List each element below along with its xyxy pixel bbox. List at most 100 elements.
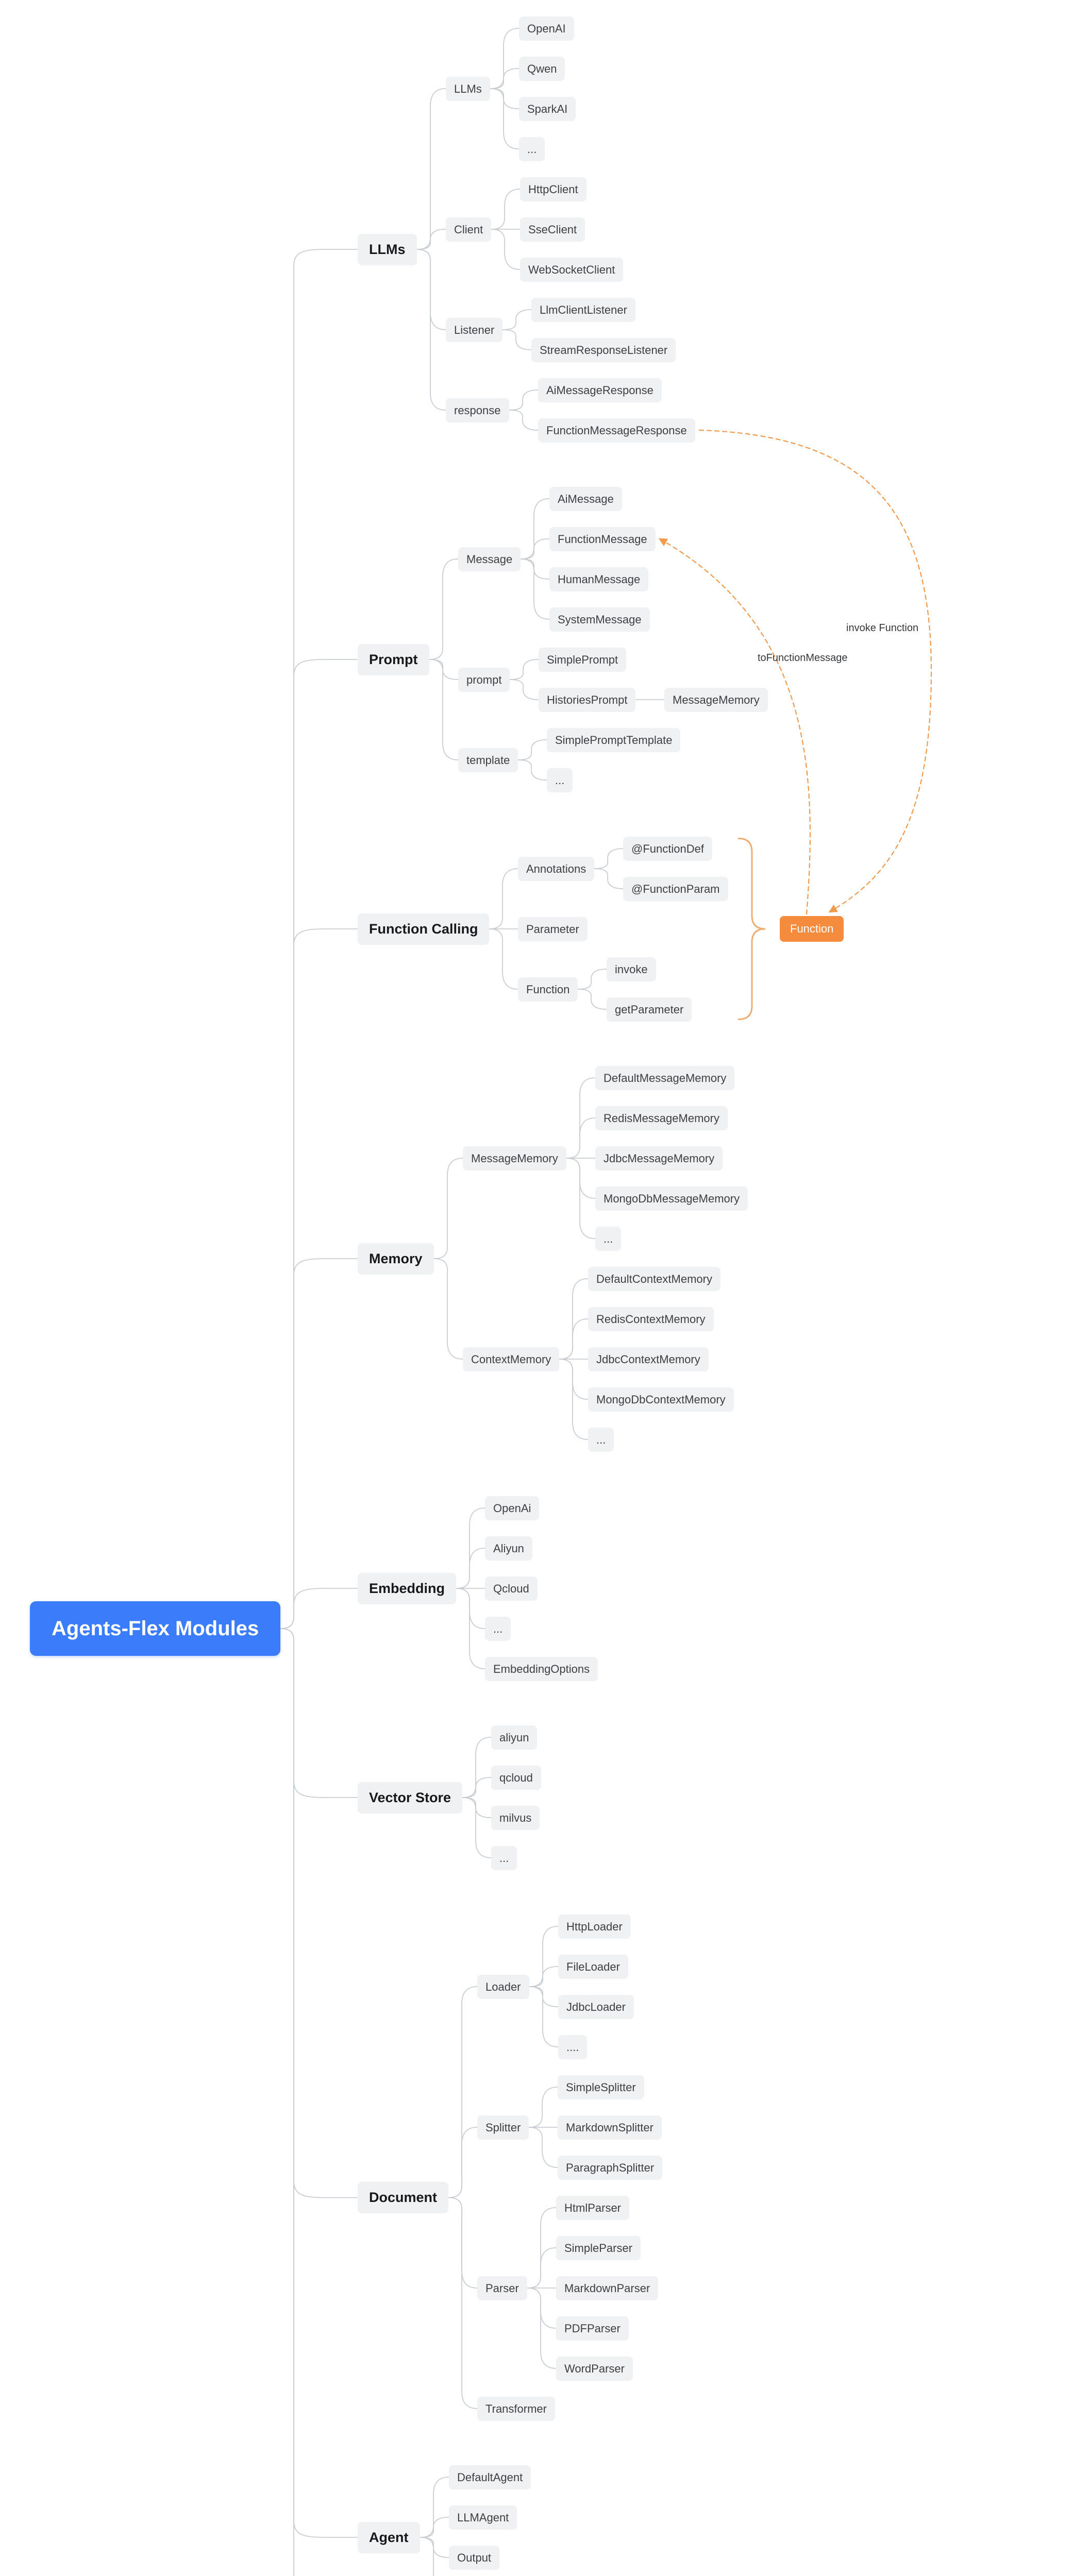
connector: [520, 558, 550, 580]
node-llmclientlistener[interactable]: LlmClientListener: [531, 297, 635, 322]
connector: [490, 68, 519, 89]
node-dots[interactable]: ...: [588, 1427, 614, 1452]
connector: [462, 1737, 492, 1798]
node-historiesprompt[interactable]: HistoriesPrompt: [539, 687, 636, 712]
node-dots[interactable]: ...: [491, 1845, 517, 1870]
node-listener[interactable]: Listener: [446, 317, 503, 342]
node-defaultmessagememory[interactable]: DefaultMessageMemory: [595, 1065, 735, 1090]
node-agent[interactable]: Agent: [358, 2521, 420, 2553]
node-llmagent[interactable]: LLMAgent: [449, 2505, 517, 2530]
node-markdownsplitter[interactable]: MarkdownSplitter: [558, 2115, 662, 2140]
node-openai[interactable]: OpenAi: [485, 1496, 540, 1520]
node-client[interactable]: Client: [446, 217, 492, 242]
node-qwen[interactable]: Qwen: [519, 56, 565, 81]
node-qcloud[interactable]: Qcloud: [485, 1576, 538, 1601]
node-pdfparser[interactable]: PDFParser: [556, 2316, 629, 2341]
connector: [527, 2287, 557, 2369]
node-prompt[interactable]: Prompt: [358, 643, 429, 675]
node-memory[interactable]: Memory: [358, 1243, 434, 1275]
connector: [280, 1628, 358, 2538]
node-mongodbmessagememory[interactable]: MongoDbMessageMemory: [595, 1186, 748, 1211]
node-websocketclient[interactable]: WebSocketClient: [520, 257, 624, 282]
node-functionmessageresponse[interactable]: FunctionMessageResponse: [538, 418, 695, 443]
connector: [594, 848, 624, 869]
connector: [448, 2197, 478, 2289]
node-aimessage[interactable]: AiMessage: [549, 486, 622, 511]
node-contextmemory[interactable]: ContextMemory: [463, 1347, 560, 1371]
node-functiondef[interactable]: @FunctionDef: [623, 836, 712, 861]
node-functionparam[interactable]: @FunctionParam: [623, 876, 728, 901]
node-messagememory[interactable]: MessageMemory: [664, 687, 768, 712]
node-aimessageresponse[interactable]: AiMessageResponse: [538, 378, 662, 402]
node-simpleprompt[interactable]: SimplePrompt: [539, 647, 627, 672]
edge-label-to-function-message: toFunctionMessage: [758, 652, 848, 664]
node-sparkai[interactable]: SparkAI: [519, 96, 576, 121]
node-agents-flex-modules[interactable]: Agents-Flex Modules: [30, 1601, 281, 1656]
node-simpleparser[interactable]: SimpleParser: [556, 2235, 641, 2260]
node-embeddingoptions[interactable]: EmbeddingOptions: [485, 1656, 598, 1681]
node-invoke[interactable]: invoke: [607, 957, 656, 981]
node-sseclient[interactable]: SseClient: [520, 217, 585, 242]
node-humanmessage[interactable]: HumanMessage: [549, 567, 649, 591]
node-vector-store[interactable]: Vector Store: [358, 1782, 463, 1814]
node-dots[interactable]: ....: [558, 2035, 588, 2059]
node-paragraphsplitter[interactable]: ParagraphSplitter: [558, 2155, 663, 2180]
node-function[interactable]: Function: [518, 977, 578, 1002]
node-embedding[interactable]: Embedding: [358, 1572, 456, 1604]
node-function[interactable]: Function: [780, 916, 844, 942]
node-output[interactable]: Output: [449, 2545, 500, 2570]
node-message[interactable]: Message: [458, 547, 521, 571]
node-parser[interactable]: Parser: [477, 2276, 527, 2300]
node-jdbccontextmemory[interactable]: JdbcContextMemory: [588, 1347, 709, 1371]
node-prompt[interactable]: prompt: [458, 667, 510, 692]
connector: [594, 868, 624, 889]
node-redismessagememory[interactable]: RedisMessageMemory: [595, 1106, 728, 1130]
node-dots[interactable]: ...: [485, 1616, 511, 1641]
node-template[interactable]: template: [458, 748, 518, 772]
node-dots[interactable]: ...: [595, 1226, 622, 1251]
node-httpclient[interactable]: HttpClient: [520, 177, 586, 201]
node-getparameter[interactable]: getParameter: [607, 997, 692, 1022]
connector: [566, 1158, 596, 1199]
node-document[interactable]: Document: [358, 2182, 449, 2214]
node-llms[interactable]: LLMs: [358, 233, 417, 265]
node-aliyun[interactable]: Aliyun: [485, 1536, 532, 1561]
node-functionmessage[interactable]: FunctionMessage: [549, 527, 656, 551]
node-milvus[interactable]: milvus: [491, 1805, 540, 1830]
connector: [456, 1548, 485, 1589]
connector: [448, 2197, 478, 2409]
node-simpleprompttemplate[interactable]: SimplePromptTemplate: [547, 727, 681, 752]
connector: [529, 1966, 559, 1987]
node-loader[interactable]: Loader: [477, 1974, 529, 1999]
node-rediscontextmemory[interactable]: RedisContextMemory: [588, 1307, 714, 1331]
node-defaultcontextmemory[interactable]: DefaultContextMemory: [588, 1266, 720, 1291]
node-openai[interactable]: OpenAI: [519, 16, 574, 41]
node-htmlparser[interactable]: HtmlParser: [556, 2195, 630, 2220]
node-dots[interactable]: ...: [547, 768, 573, 792]
node-parameter[interactable]: Parameter: [518, 917, 588, 941]
node-llms[interactable]: LLMs: [446, 76, 490, 101]
node-messagememory[interactable]: MessageMemory: [463, 1146, 566, 1171]
node-annotations[interactable]: Annotations: [518, 856, 595, 881]
node-qcloud[interactable]: qcloud: [491, 1765, 541, 1790]
node-wordparser[interactable]: WordParser: [556, 2356, 633, 2381]
node-dots[interactable]: ...: [519, 137, 545, 161]
connector: [416, 249, 446, 411]
node-markdownparser[interactable]: MarkdownParser: [556, 2276, 659, 2300]
node-systemmessage[interactable]: SystemMessage: [549, 607, 650, 632]
node-function-calling[interactable]: Function Calling: [358, 913, 490, 945]
node-transformer[interactable]: Transformer: [477, 2396, 555, 2421]
node-fileloader[interactable]: FileLoader: [558, 1954, 628, 1979]
node-streamresponselistener[interactable]: StreamResponseListener: [531, 337, 676, 362]
connector: [502, 309, 532, 330]
node-simplesplitter[interactable]: SimpleSplitter: [558, 2075, 644, 2099]
connector: [559, 1318, 589, 1360]
node-aliyun[interactable]: aliyun: [491, 1725, 538, 1750]
node-jdbcmessagememory[interactable]: JdbcMessageMemory: [595, 1146, 723, 1171]
node-response[interactable]: response: [446, 398, 509, 422]
node-defaultagent[interactable]: DefaultAgent: [449, 2465, 531, 2489]
node-mongodbcontextmemory[interactable]: MongoDbContextMemory: [588, 1387, 734, 1412]
node-httploader[interactable]: HttpLoader: [558, 1914, 631, 1939]
node-jdbcloader[interactable]: JdbcLoader: [558, 1994, 634, 2019]
node-splitter[interactable]: Splitter: [477, 2115, 529, 2140]
